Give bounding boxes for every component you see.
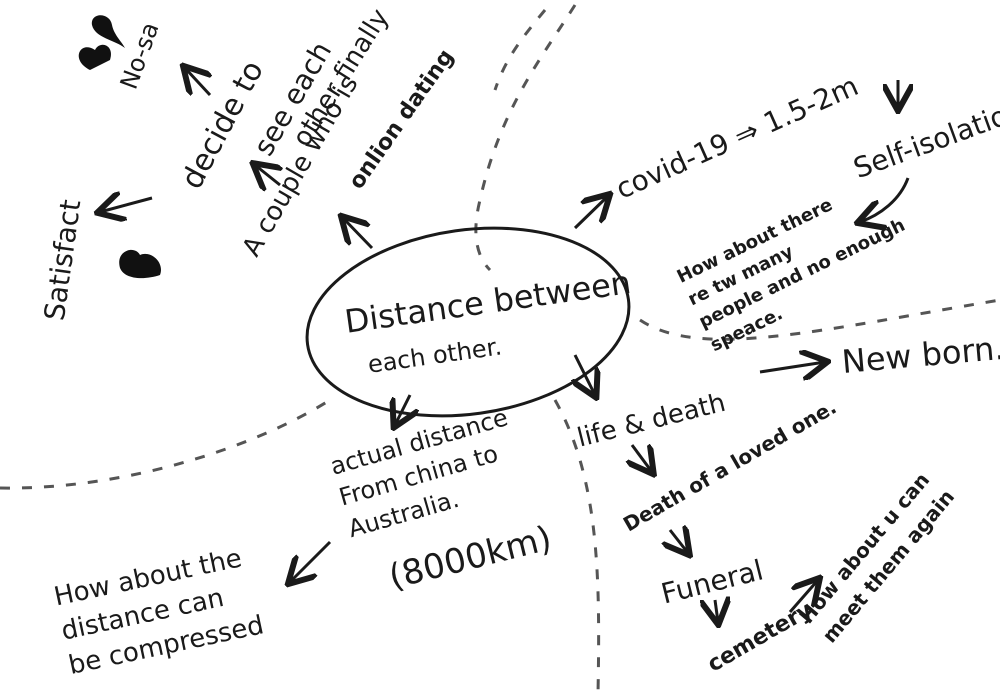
- arrow-to-nosa: [185, 68, 210, 97]
- heart-icon: [78, 44, 112, 70]
- central-ellipse: [305, 226, 631, 418]
- divider-dashed-upper: [493, 9, 547, 91]
- divider-dashed-bottom: [553, 399, 601, 694]
- arrow-to-meet-again: [788, 580, 818, 613]
- arrow-to-couple: [343, 218, 374, 250]
- divider-dashed-left: [0, 398, 331, 490]
- arrow-to-funeral: [670, 530, 688, 553]
- arrow-to-death-loved: [632, 445, 652, 472]
- heart-icon: [91, 15, 125, 48]
- divider-dashed-top: [474, 4, 577, 272]
- arrow-to-life-death: [575, 354, 595, 395]
- arrow-to-compressed: [290, 540, 332, 582]
- arrow-to-actual-distance: [395, 394, 410, 425]
- arrow-to-cemetery: [715, 600, 718, 622]
- arrow-to-question: [860, 177, 910, 222]
- divider-dashed-right: [639, 298, 1000, 341]
- arrow-to-decide: [255, 165, 280, 185]
- arrow-to-new-born: [759, 362, 825, 372]
- heart-icon: [119, 249, 161, 279]
- arrow-to-satisfact: [100, 198, 153, 212]
- arrow-to-covid: [573, 196, 608, 230]
